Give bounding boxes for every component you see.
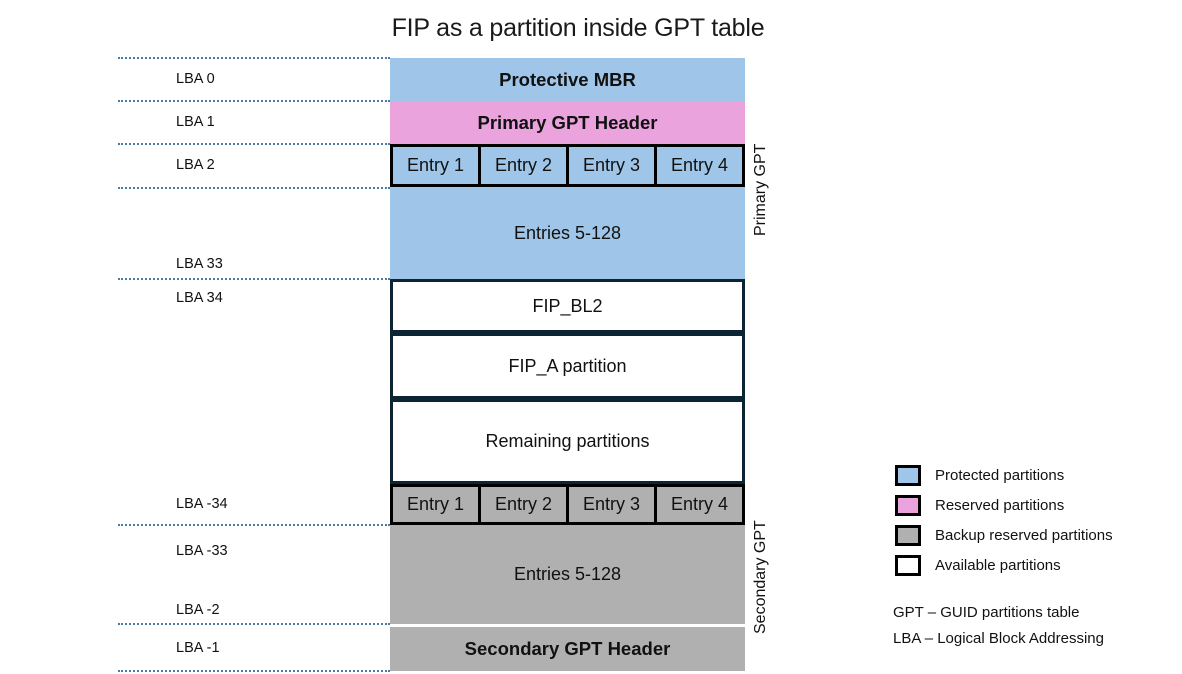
- legend-swatch-available-icon: [895, 554, 921, 576]
- entry-cell-secondary-1: Entry 1: [390, 484, 481, 525]
- entry-cell-secondary-2: Entry 2: [478, 484, 569, 525]
- legend-item-backup-reserved: Backup reserved partitions: [895, 520, 1165, 550]
- leader-line-lba-2-top: [118, 143, 390, 145]
- leader-line-lba-1-top: [118, 100, 390, 102]
- entry-cell-primary-4: Entry 4: [654, 144, 745, 187]
- entry-cell-secondary-3: Entry 3: [566, 484, 657, 525]
- legend: Protected partitions Reserved partitions…: [895, 460, 1165, 580]
- leader-line-lba-34-neg: [118, 524, 390, 526]
- lba-label-neg-34: LBA -34: [176, 496, 228, 512]
- legend-item-reserved: Reserved partitions: [895, 490, 1165, 520]
- entry-cell-primary-3: Entry 3: [566, 144, 657, 187]
- leader-line-lba-2-neg: [118, 623, 390, 625]
- group-label-primary-gpt: Primary GPT: [752, 143, 769, 237]
- block-fip-bl2: FIP_BL2: [390, 279, 745, 333]
- legend-swatch-protected-icon: [895, 464, 921, 486]
- lba-label-neg-2: LBA -2: [176, 602, 220, 618]
- legend-label-reserved: Reserved partitions: [935, 496, 1065, 514]
- note-gpt: GPT – GUID partitions table: [893, 604, 1080, 621]
- legend-swatch-backup-reserved-icon: [895, 524, 921, 546]
- lba-label-33: LBA 33: [176, 256, 223, 272]
- entry-row-primary: Entry 1 Entry 2 Entry 3 Entry 4: [390, 144, 745, 187]
- lba-label-34: LBA 34: [176, 290, 223, 306]
- block-primary-entries-5-128: Entries 5-128: [390, 187, 745, 279]
- note-lba: LBA – Logical Block Addressing: [893, 630, 1104, 647]
- leader-line-lba-0-top: [118, 57, 390, 59]
- lba-label-neg-1: LBA -1: [176, 640, 220, 656]
- legend-label-available: Available partitions: [935, 556, 1061, 574]
- group-label-secondary-gpt: Secondary GPT: [752, 520, 769, 635]
- legend-abbreviation-notes: GPT – GUID partitions table LBA – Logica…: [893, 600, 1173, 652]
- leader-line-lba-33-34: [118, 278, 390, 280]
- lba-label-neg-33: LBA -33: [176, 543, 228, 559]
- page-title: FIP as a partition inside GPT table: [391, 14, 765, 42]
- block-protective-mbr: Protective MBR: [390, 58, 745, 101]
- block-secondary-entries-5-128: Entries 5-128: [390, 525, 745, 624]
- legend-item-available: Available partitions: [895, 550, 1165, 580]
- legend-label-backup-reserved: Backup reserved partitions: [935, 526, 1113, 544]
- entry-cell-primary-2: Entry 2: [478, 144, 569, 187]
- block-remaining-partitions: Remaining partitions: [390, 399, 745, 484]
- leader-line-lba-2-bottom: [118, 187, 390, 189]
- legend-item-protected: Protected partitions: [895, 460, 1165, 490]
- lba-label-1: LBA 1: [176, 114, 215, 130]
- block-primary-gpt-header: Primary GPT Header: [390, 101, 745, 144]
- entry-row-secondary: Entry 1 Entry 2 Entry 3 Entry 4: [390, 484, 745, 525]
- block-fip-a-partition: FIP_A partition: [390, 333, 745, 399]
- legend-swatch-reserved-icon: [895, 494, 921, 516]
- entry-cell-primary-1: Entry 1: [390, 144, 481, 187]
- leader-line-lba-1-neg: [118, 670, 390, 672]
- lba-label-0: LBA 0: [176, 71, 215, 87]
- legend-label-protected: Protected partitions: [935, 466, 1065, 484]
- block-secondary-gpt-header: Secondary GPT Header: [390, 627, 745, 671]
- entry-cell-secondary-4: Entry 4: [654, 484, 745, 525]
- lba-label-2: LBA 2: [176, 157, 215, 173]
